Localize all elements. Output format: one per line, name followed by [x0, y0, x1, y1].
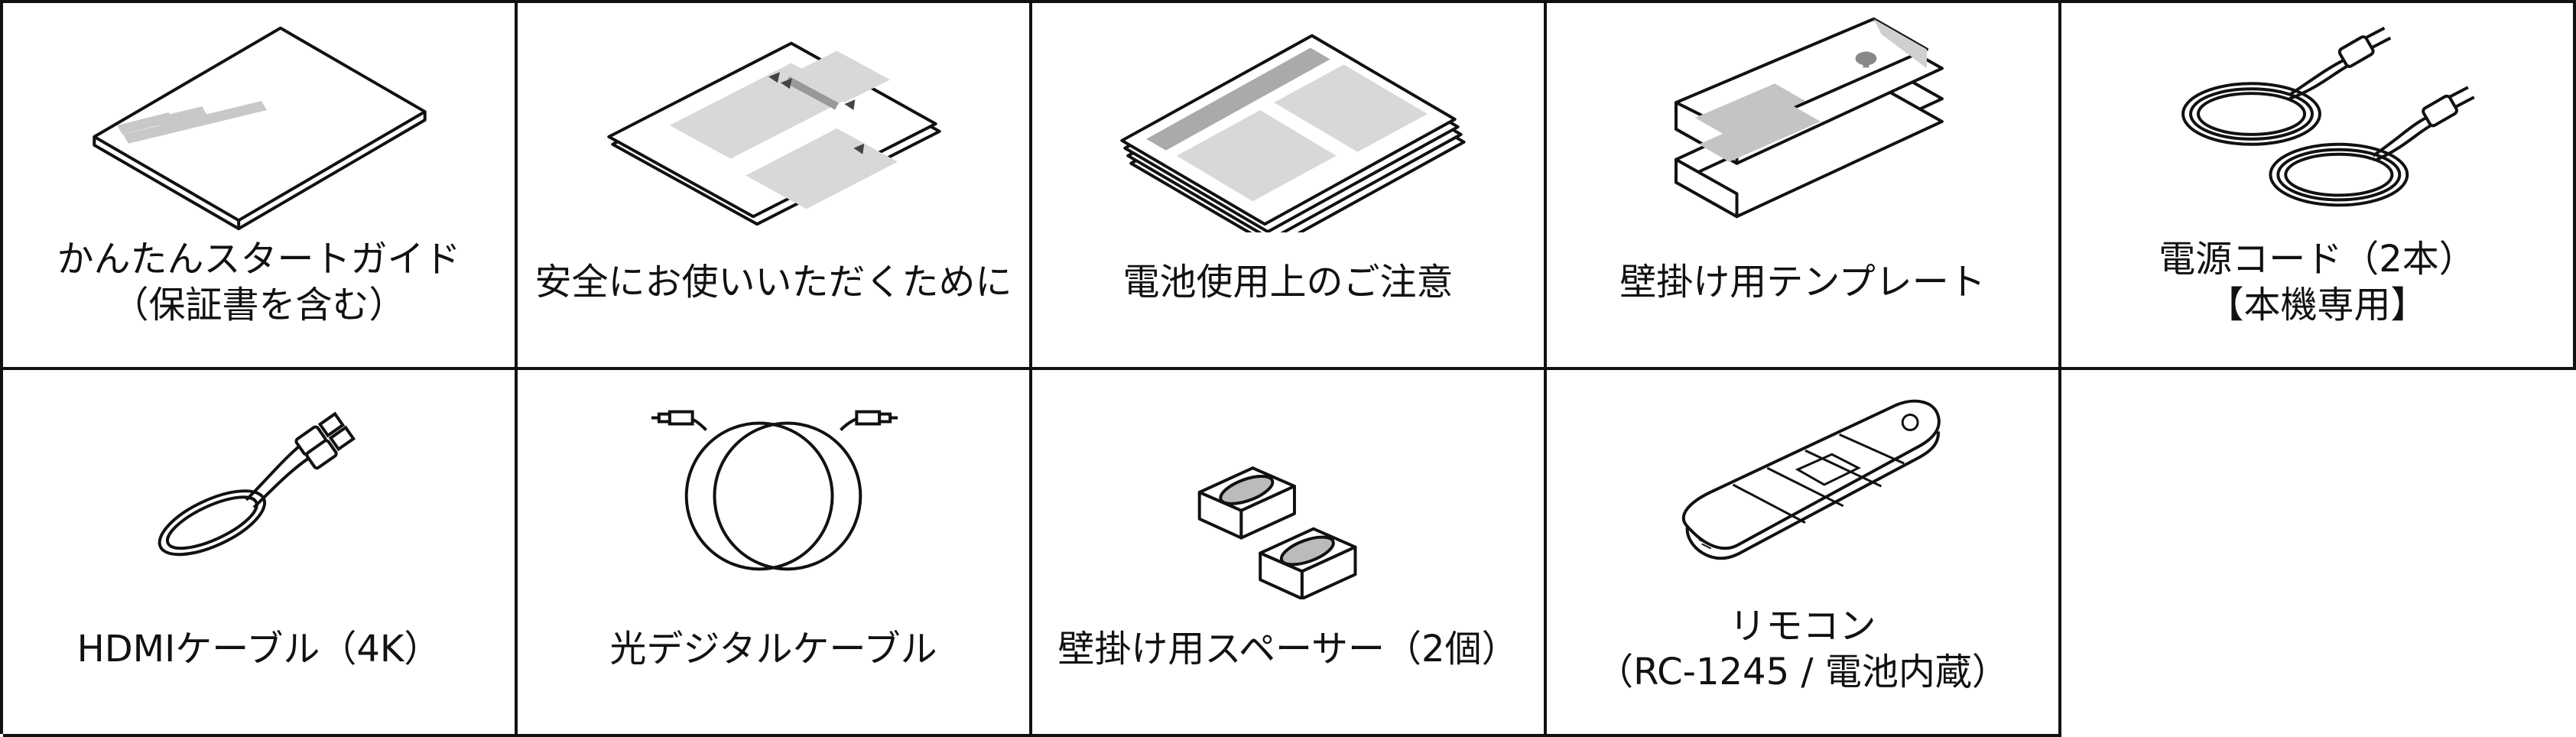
item-label: 壁掛け用テンプレート — [1619, 261, 1986, 304]
item-label: 安全にお使いいただくために — [534, 261, 1012, 304]
cell-wall-mount-template: 壁掛け用テンプレート — [1547, 3, 2061, 370]
item-label: 電池使用上のご注意 — [1122, 261, 1454, 304]
cell-battery-precautions: 電池使用上のご注意 — [1032, 3, 1547, 370]
cell-quick-start-guide: かんたんスタートガイド （保証書を含む） — [3, 3, 518, 370]
item-label: 光デジタルケーブル — [609, 628, 937, 670]
hdmi-cable-icon — [158, 411, 356, 557]
cell-safety-instructions: 安全にお使いいただくために — [518, 3, 1032, 370]
cell-hdmi-cable: HDMIケーブル（4K） — [3, 370, 518, 737]
cell-remote-control: リモコン （RC-1245 / 電池内蔵） — [1547, 370, 2061, 737]
cell-wall-spacers: 壁掛け用スペーサー（2個） — [1032, 370, 1547, 737]
folded-template-icon — [1675, 17, 1944, 219]
optical-cable-icon — [651, 410, 898, 571]
stacked-sheets-icon — [1120, 34, 1466, 232]
power-cord-icon — [2181, 26, 2475, 207]
item-label: 電源コード（2本） 【本機専用】 — [2159, 238, 2476, 326]
item-label: リモコン （RC-1245 / 電池内蔵） — [1597, 605, 2009, 693]
cell-optical-cable: 光デジタルケーブル — [518, 370, 1032, 737]
item-label: 壁掛け用スペーサー（2個） — [1057, 628, 1519, 670]
booklet-icon — [93, 26, 427, 231]
spacer-pads-icon — [1197, 466, 1357, 599]
cell-empty — [2061, 370, 2576, 737]
cell-power-cord: 電源コード（2本） 【本機専用】 — [2061, 3, 2576, 370]
remote-control-icon — [1681, 399, 1941, 560]
folded-leaflet-icon — [607, 41, 941, 226]
item-label: HDMIケーブル（4K） — [76, 628, 441, 670]
item-label: かんたんスタートガイド （保証書を含む） — [57, 238, 461, 326]
